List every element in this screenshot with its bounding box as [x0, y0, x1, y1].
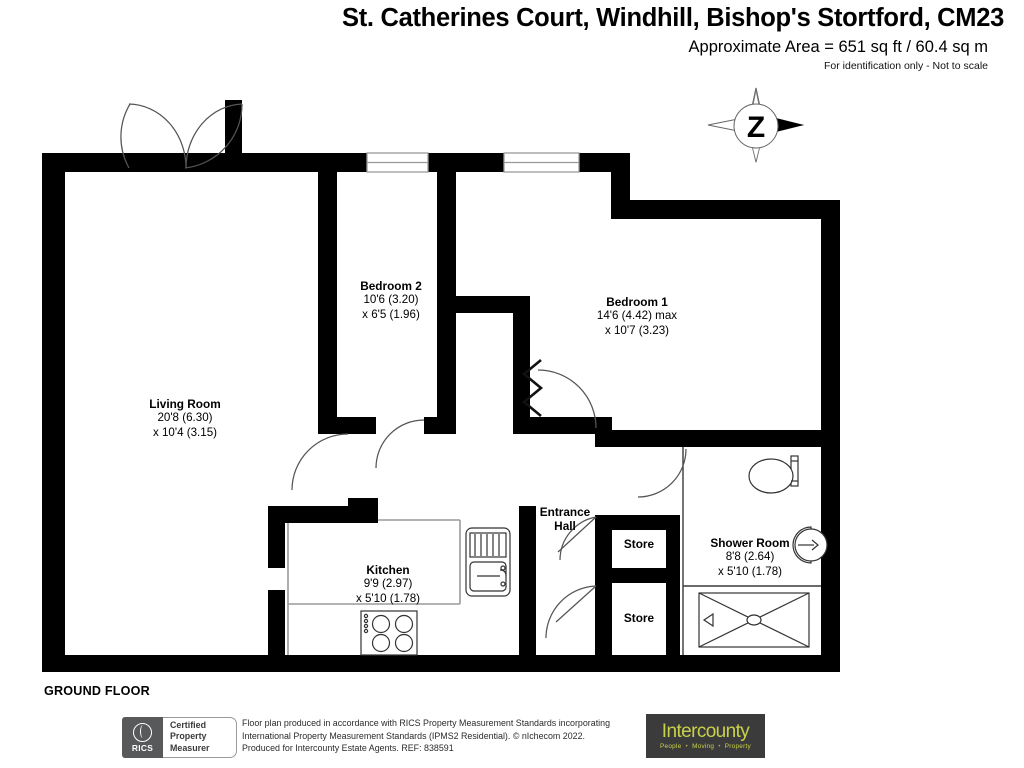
room-dimension-1: 14'6 (4.42) max: [596, 309, 678, 323]
label-store-lower: Store: [569, 611, 709, 625]
room-dimension-1: 10'6 (3.20): [363, 293, 419, 307]
globe-icon: [133, 722, 152, 742]
rics-line-2: Property: [170, 731, 207, 742]
room-dimension-2: x 10'7 (3.23): [604, 323, 670, 337]
intercounty-tagline: People • Moving • Property: [660, 743, 751, 750]
intercounty-name: Intercounty: [661, 721, 750, 742]
floor-label: GROUND FLOOR: [44, 684, 150, 698]
room-dimension-2: x 6'5 (1.96): [362, 307, 420, 321]
shower-room-partition: [682, 447, 821, 655]
label-line-1: Entrance: [539, 505, 591, 519]
rics-line-3: Measurer: [170, 742, 210, 753]
door-arc-shower-room: [637, 448, 687, 498]
door-arc-french-right: [185, 103, 243, 169]
window-bedroom-2: [366, 152, 429, 173]
disclaimer-line-3: Produced for Intercounty Estate Agents. …: [242, 743, 454, 754]
room-name: Shower Room: [710, 536, 790, 550]
folding-door-icon: [521, 358, 544, 418]
tagline-word-2: Moving: [692, 743, 715, 750]
rics-certified-badge: RICS Certified Property Measurer: [122, 717, 237, 758]
compass-rose-icon: Z: [707, 87, 804, 163]
room-name: Kitchen: [366, 563, 410, 577]
rics-logo-icon: RICS: [122, 717, 163, 758]
door-arc-bedroom-1: [537, 369, 597, 429]
door-arc-living-room: [291, 433, 349, 491]
door-arc-store-upper: [557, 516, 597, 561]
room-dimension-1: 20'8 (6.30): [157, 411, 213, 425]
room-dimension-2: x 5'10 (1.78): [355, 591, 421, 605]
rics-mark-text: RICS: [131, 742, 154, 753]
door-arc-store-lower: [545, 585, 597, 639]
tagline-word-3: Property: [724, 743, 751, 750]
room-name: Bedroom 1: [606, 295, 668, 309]
label-line-1: Store: [623, 537, 655, 551]
approximate-area: Approximate Area = 651 sq ft / 60.4 sq m: [688, 38, 988, 56]
label-line-2: Hall: [554, 519, 576, 534]
label-store-upper: Store: [569, 537, 709, 551]
room-dimension-2: x 10'4 (3.15): [152, 425, 218, 439]
tagline-word-1: People: [660, 743, 682, 750]
disclaimer-text: Floor plan produced in accordance with R…: [242, 717, 642, 755]
room-name: Bedroom 2: [360, 279, 422, 293]
basin-icon: [792, 526, 828, 564]
identification-note: For identification only - Not to scale: [824, 60, 988, 72]
room-name: Living Room: [149, 397, 221, 411]
page-title: St. Catherines Court, Windhill, Bishop's…: [342, 4, 1004, 32]
intercounty-logo: Intercounty People • Moving • Property: [646, 714, 765, 758]
toilet-icon: [748, 455, 799, 494]
sink-icon: [465, 527, 511, 597]
door-arc-bedroom-2: [375, 419, 425, 469]
rics-line-1: Certified: [170, 720, 206, 730]
shower-tray-icon: [698, 592, 810, 648]
room-dimension-1: 8'8 (2.64): [725, 550, 775, 564]
disclaimer-line-2: International Property Measurement Stand…: [242, 730, 585, 741]
hob-icon: [360, 610, 418, 656]
rics-badge-text: Certified Property Measurer: [163, 717, 237, 758]
label-line-1: Store: [623, 611, 655, 625]
compass-letter: Z: [747, 111, 765, 144]
room-dimension-1: 9'9 (2.97): [363, 577, 413, 591]
window-bedroom-1: [503, 152, 580, 173]
room-dimension-2: x 5'10 (1.78): [717, 564, 783, 578]
disclaimer-line-1: Floor plan produced in accordance with R…: [242, 718, 611, 728]
door-arc-french-left: [128, 103, 187, 169]
door-arcs: [120, 103, 243, 169]
